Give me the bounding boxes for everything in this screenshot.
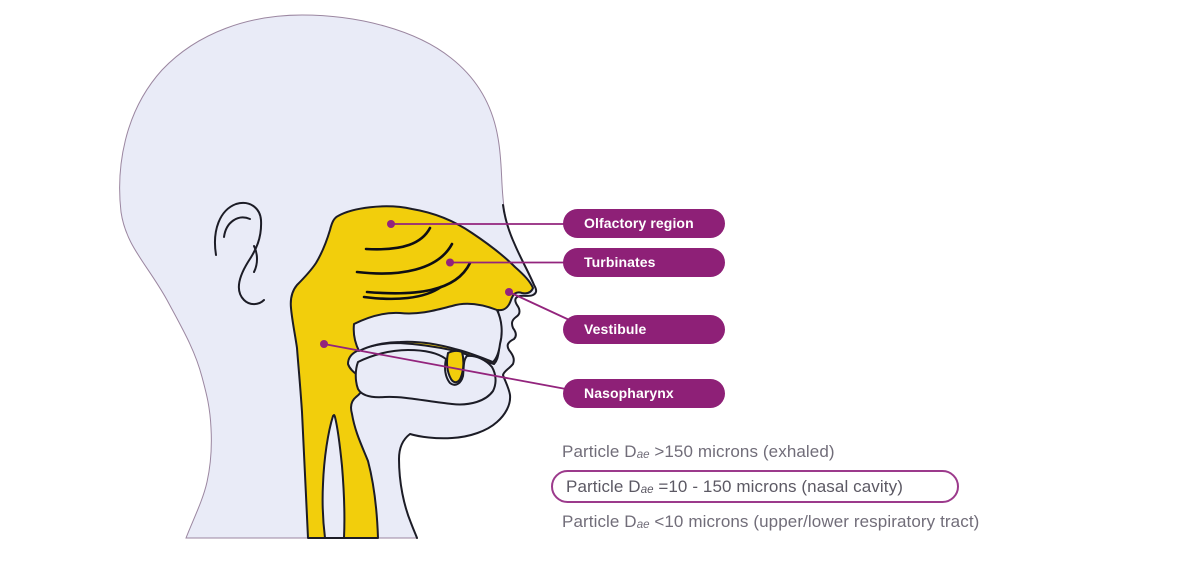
label-olfactory-region: Olfactory region: [563, 209, 725, 238]
uvula-hook: [446, 349, 465, 384]
note-subscript: ae: [636, 519, 650, 532]
particle-note-respiratory-tract: Particle Dae <10 microns (upper/lower re…: [562, 511, 979, 533]
leader-line-nasopharynx: [323, 343, 583, 393]
leader-dot-vestibule: [505, 288, 513, 296]
note-prefix: Particle D: [562, 512, 637, 531]
mouth-cavity: [354, 349, 497, 406]
face-profile-line: [398, 204, 538, 539]
particle-note-nasal-cavity-highlighted: Particle Dae =10 - 150 microns (nasal ca…: [551, 470, 959, 503]
label-turbinates: Turbinates: [563, 248, 725, 277]
note-subscript: ae: [640, 484, 654, 497]
larynx-teardrop: [321, 414, 346, 539]
note-subscript: ae: [636, 449, 650, 462]
leader-dot-olfactory: [387, 220, 395, 228]
label-nasopharynx: Nasopharynx: [563, 379, 725, 408]
hard-palate-gap: [352, 302, 503, 363]
note-rest: <10 microns (upper/lower respiratory tra…: [649, 512, 980, 531]
ear-outline: [214, 202, 265, 306]
particle-note-exhaled: Particle Dae >150 microns (exhaled): [562, 441, 835, 463]
note-prefix: Particle D: [566, 477, 641, 496]
leader-dot-nasopharynx: [320, 340, 328, 348]
note-rest: =10 - 150 microns (nasal cavity): [653, 477, 903, 496]
label-vestibule: Vestibule: [563, 315, 725, 344]
note-rest: >150 microns (exhaled): [649, 442, 835, 461]
turbinate-lines: [355, 226, 472, 301]
nasal-airway-region: [289, 205, 534, 539]
note-prefix: Particle D: [562, 442, 637, 461]
leader-dot-turbinates: [446, 258, 454, 267]
